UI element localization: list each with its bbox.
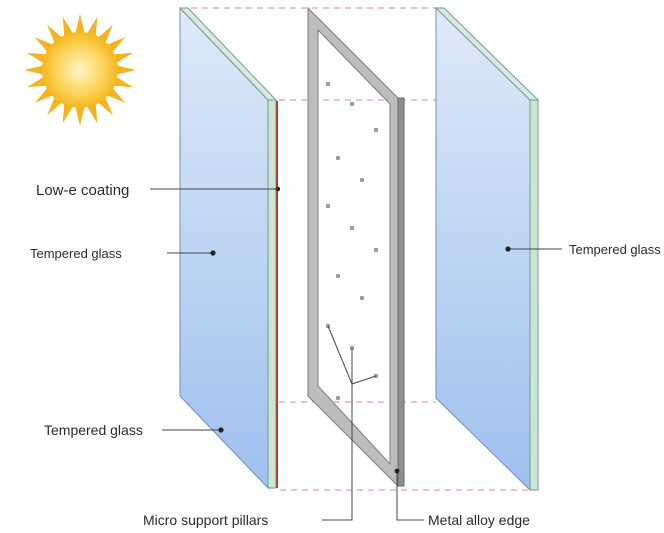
micro-support-pillar [336, 396, 340, 400]
micro-support-pillar [336, 274, 340, 278]
tempered-glass-label-left-mid: Tempered glass [30, 246, 122, 261]
sun-core [42, 32, 118, 108]
micro-support-pillar [326, 204, 330, 208]
micro-support-pillar [326, 82, 330, 86]
metal-alloy-edge-label: Metal alloy edge [428, 512, 530, 528]
tempered-glass-label-left-low: Tempered glass [44, 422, 143, 438]
micro-support-pillar [350, 102, 354, 106]
left-glass-side-edge [267, 99, 277, 489]
frame-side-edge [397, 97, 405, 487]
micro-support-pillar [374, 128, 378, 132]
micro-support-pillar [350, 226, 354, 230]
micro-support-pillars-label: Micro support pillars [143, 512, 268, 528]
right-glass-pane [434, 6, 540, 492]
micro-support-pillars [326, 82, 378, 400]
micro-support-pillar [336, 156, 340, 160]
spacer-frame [307, 6, 405, 488]
leader-lines [150, 188, 562, 521]
micro-support-pillar [360, 296, 364, 300]
tempered-glass-label-right: Tempered glass [569, 242, 661, 257]
left-glass-pane [178, 6, 278, 490]
sun-icon [24, 14, 136, 126]
micro-support-pillar [360, 178, 364, 182]
metal-alloy-frame [307, 6, 399, 488]
micro-support-pillar [374, 248, 378, 252]
leader-dots [210, 186, 511, 474]
right-glass-side-edge [529, 99, 539, 491]
low-e-coating-label: Low-e coating [36, 182, 129, 199]
